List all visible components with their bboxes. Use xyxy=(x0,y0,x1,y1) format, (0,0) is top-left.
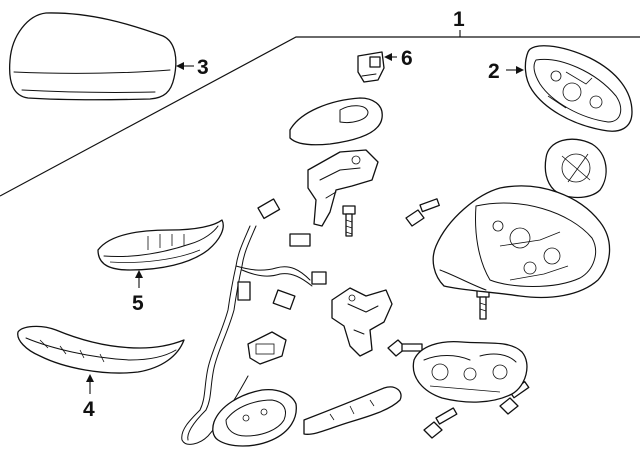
lower-cover-part xyxy=(212,388,297,447)
upper-gasket-part xyxy=(289,97,383,146)
mounting-bracket-part xyxy=(307,149,379,227)
callout-3-arrow xyxy=(176,62,184,70)
callout-2-arrow xyxy=(516,66,524,74)
turn-signal-lamp-part xyxy=(97,219,224,271)
callout-2-label: 2 xyxy=(488,60,500,83)
assembly-frame xyxy=(0,36,640,197)
lower-bracket-part xyxy=(331,287,393,357)
mirror-housing-part xyxy=(432,185,611,299)
lower-trim-part xyxy=(17,325,185,374)
screw-2 xyxy=(405,198,440,227)
base-trim-part xyxy=(303,386,402,435)
actuator-motor-part xyxy=(544,138,607,199)
screw-5 xyxy=(423,407,458,439)
callout-6-arrow xyxy=(384,53,392,61)
callout-4-arrow xyxy=(86,374,94,382)
mirror-cover-part xyxy=(8,12,177,101)
motor-assembly-part xyxy=(412,340,528,403)
callout-1-label: 1 xyxy=(453,8,465,31)
callout-4-label: 4 xyxy=(83,398,95,421)
screw-4 xyxy=(387,339,423,357)
callout-3-label: 3 xyxy=(197,56,209,79)
screw-1 xyxy=(342,205,356,237)
screw-3 xyxy=(476,289,490,320)
callout-5-label: 5 xyxy=(132,292,144,315)
callout-5-arrow xyxy=(135,270,143,278)
lamp-connector-part xyxy=(357,51,385,83)
mirror-glass-part xyxy=(524,45,633,132)
wiring-harness-part xyxy=(181,198,327,445)
callout-6-label: 6 xyxy=(401,47,413,70)
